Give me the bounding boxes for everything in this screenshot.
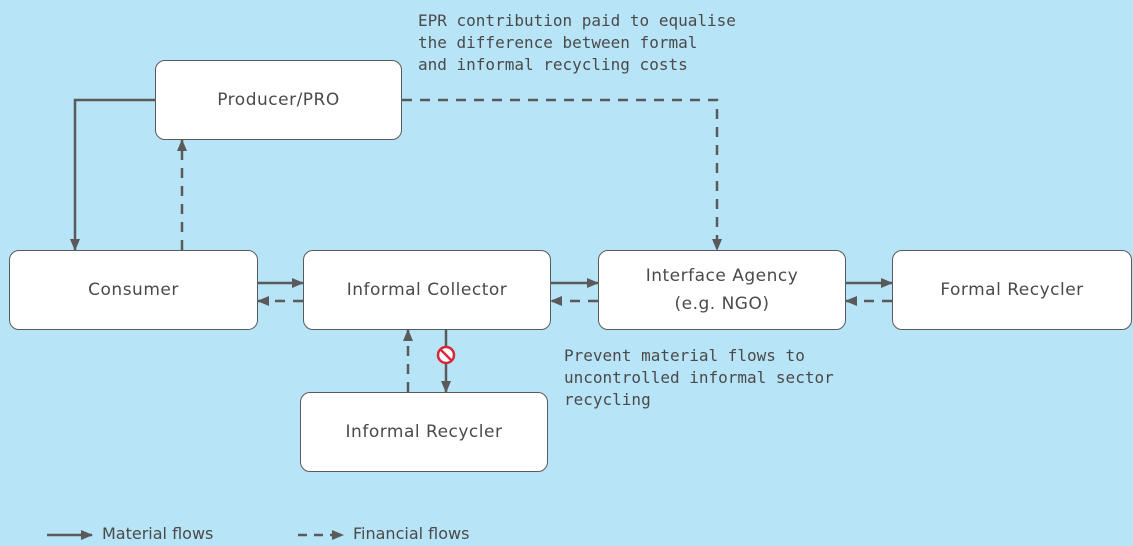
epr-contribution-note: EPR contribution paid to equalise the di… [418, 10, 736, 76]
interface-agency-label-line2: (e.g. NGO) [674, 294, 770, 314]
producer-node: Producer/PRO [155, 60, 402, 140]
informal-recycler-node: Informal Recycler [300, 392, 548, 472]
informal-collector-label: Informal Collector [346, 280, 508, 300]
financial-flow-producer-to-interface-agency [402, 98, 722, 251]
no-entry-icon [436, 345, 456, 365]
formal-recycler-label: Formal Recycler [940, 280, 1084, 300]
prevent-note-line: recycling [564, 390, 651, 409]
producer-label: Producer/PRO [217, 90, 340, 110]
prevent-note-line: uncontrolled informal sector [564, 368, 834, 387]
epr-note-line: EPR contribution paid to equalise [418, 11, 736, 30]
epr-note-line: the difference between formal [418, 33, 698, 52]
legend-material-label: Material flows [102, 524, 214, 543]
prevent-note-line: Prevent material flows to [564, 346, 805, 365]
legend-financial-label: Financial flows [353, 524, 470, 543]
epr-note-line: and informal recycling costs [418, 55, 688, 74]
consumer-label: Consumer [88, 280, 179, 300]
interface-agency-node: Interface Agency (e.g. NGO) [598, 250, 846, 330]
consumer-node: Consumer [9, 250, 258, 330]
informal-recycler-label: Informal Recycler [345, 422, 503, 442]
informal-collector-node: Informal Collector [303, 250, 551, 330]
material-flow-producer-to-consumer [70, 98, 155, 251]
formal-recycler-node: Formal Recycler [892, 250, 1132, 330]
interface-agency-label-line1: Interface Agency [645, 266, 799, 286]
prevent-flows-note: Prevent material flows to uncontrolled i… [564, 345, 834, 411]
